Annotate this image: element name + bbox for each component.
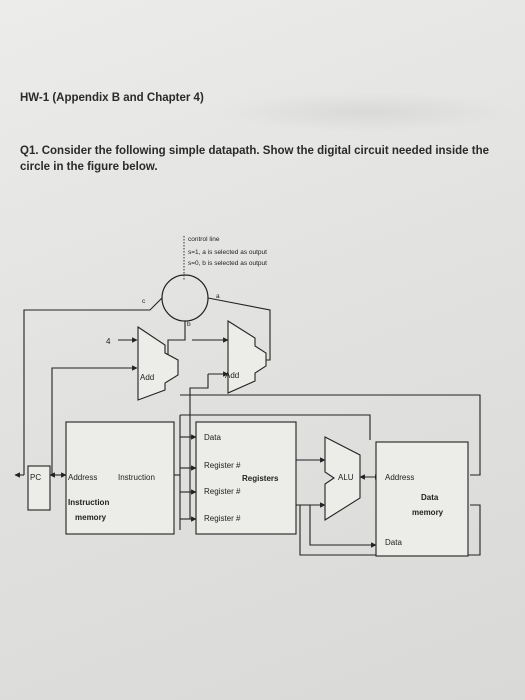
registers-name: Registers	[242, 474, 279, 483]
mux-circle	[161, 274, 209, 322]
datapath-wires	[14, 297, 481, 556]
wire-add-left-to-mux	[167, 321, 186, 355]
instruction-memory: Address Instruction Instruction memory	[65, 421, 175, 535]
question-text: Q1. Consider the following simple datapa…	[20, 145, 490, 173]
wire-instr-to-add	[189, 374, 209, 519]
control-line-label: control line	[188, 236, 220, 243]
adder-right: Add	[225, 320, 267, 394]
add-left-label: Add	[140, 373, 154, 382]
dm-name-line2: memory	[412, 508, 444, 517]
input-b-label: b	[187, 321, 191, 328]
reg-num1-label: Register #	[204, 461, 241, 470]
reg-data-label: Data	[204, 433, 221, 442]
dm-name-line1: Data	[421, 493, 439, 502]
im-instruction-label: Instruction	[118, 473, 155, 482]
reg-num2-label: Register #	[204, 487, 241, 496]
im-name-line1: Instruction	[68, 498, 109, 507]
wire-instr-top	[180, 414, 371, 440]
input-c-label: c	[142, 298, 146, 305]
dm-address-label: Address	[385, 473, 414, 482]
register-file: Data Register # Registers Register # Reg…	[195, 421, 297, 535]
wire-reg-to-dm-data	[309, 505, 377, 548]
reg-num3-label: Register #	[204, 514, 241, 523]
show-through-text-shadow	[215, 92, 515, 132]
alu: ALU	[324, 436, 361, 521]
constant-four: 4	[106, 337, 111, 346]
wire-dm-loop	[299, 504, 481, 556]
control-s1-label: s=1, a is selected as output	[188, 249, 267, 256]
add-right-label: Add	[225, 371, 239, 380]
control-s0-label: s=0, b is selected as output	[188, 260, 267, 267]
wire-pc-to-add-left	[51, 365, 138, 475]
pc-label: PC	[30, 473, 41, 482]
im-name-line2: memory	[75, 513, 107, 522]
dm-data-label: Data	[385, 538, 402, 547]
wire-dm-back	[180, 394, 481, 476]
im-address-label: Address	[68, 473, 97, 482]
adder-left: Add	[137, 325, 179, 401]
data-memory: Address Data memory Data	[375, 441, 469, 557]
pc-register: PC	[27, 465, 51, 511]
control-annotation: control line s=1, a is selected as outpu…	[183, 236, 267, 280]
homework-title: HW-1 (Appendix B and Chapter 4)	[20, 92, 204, 104]
input-a-label: a	[216, 293, 220, 300]
wire-mux-to-pc	[23, 297, 163, 475]
alu-label: ALU	[338, 473, 354, 482]
